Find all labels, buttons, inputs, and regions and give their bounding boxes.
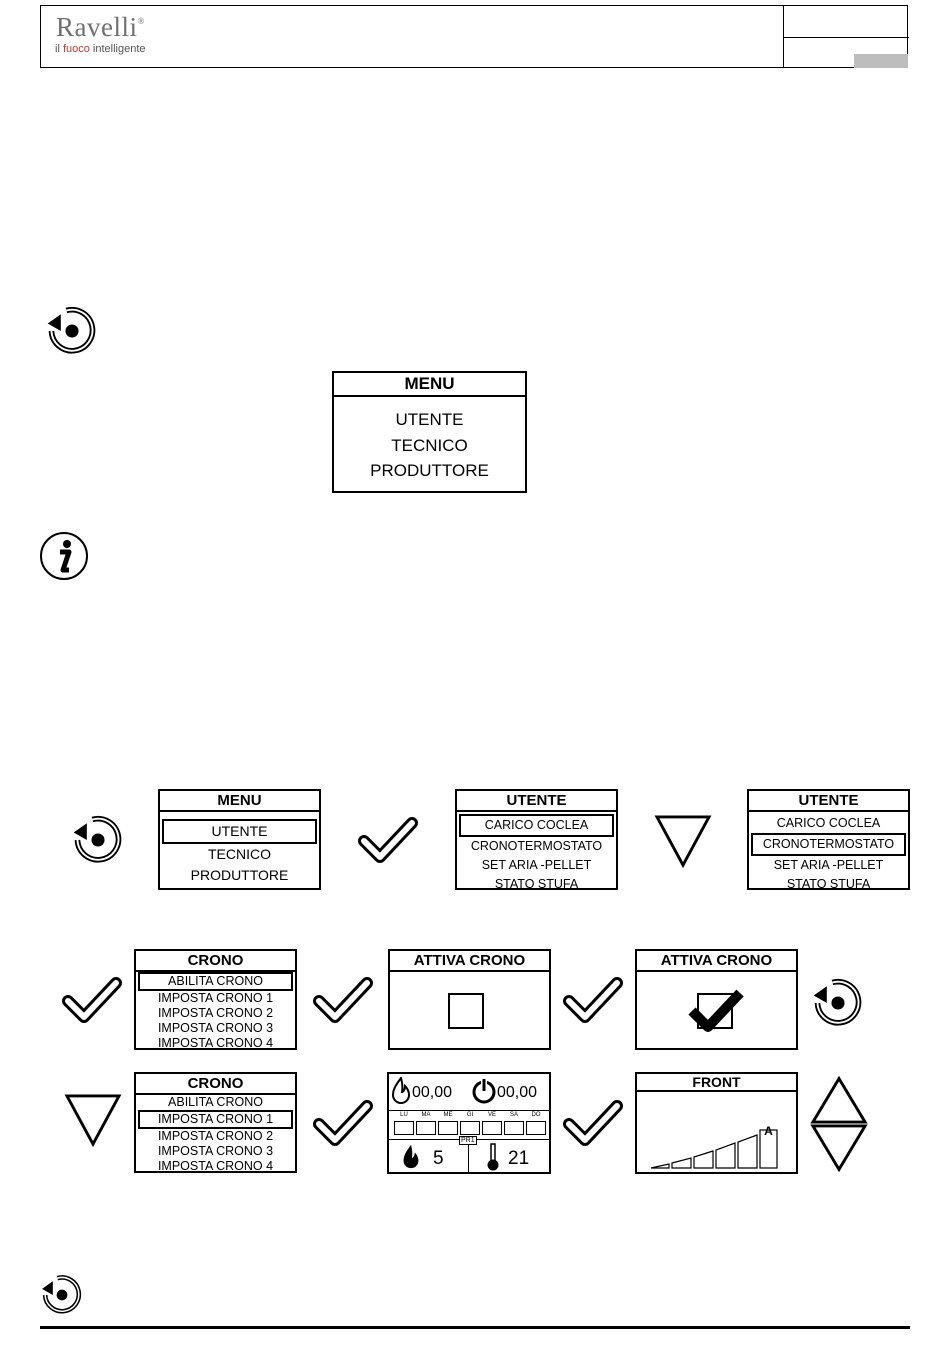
page-tab xyxy=(854,54,908,68)
attiva-crono-screen-2: ATTIVA CRONO xyxy=(635,949,798,1050)
crono-screen-1: CRONO ABILITA CRONO IMPOSTA CRONO 1 IMPO… xyxy=(134,949,297,1050)
crono-item-abilita[interactable]: ABILITA CRONO xyxy=(168,1095,263,1109)
checkmark-icon xyxy=(563,1098,623,1148)
day-checkbox-lu[interactable] xyxy=(394,1121,414,1135)
up-down-arrows-icon xyxy=(810,1074,868,1174)
utente-item-stato-stufa[interactable]: STATO STUFA xyxy=(786,877,871,891)
day-checkbox-me[interactable] xyxy=(438,1121,458,1135)
flow-menu-item-tecnico[interactable]: TECNICO xyxy=(208,846,271,862)
front-title: FRONT xyxy=(637,1074,796,1092)
menu-screen-title: MENU xyxy=(334,373,525,397)
crono-item-abilita[interactable]: ABILITA CRONO xyxy=(138,972,293,991)
crono-title: CRONO xyxy=(136,951,295,972)
utente-title: UTENTE xyxy=(749,791,908,812)
flow-menu-screen: MENU UTENTE TECNICO PRODUTTORE xyxy=(158,789,321,890)
attiva-crono-title: ATTIVA CRONO xyxy=(637,951,796,972)
crono-item-imposta-3[interactable]: IMPOSTA CRONO 3 xyxy=(157,1144,274,1158)
day-label-ve: VE xyxy=(487,1112,496,1118)
back-arrow-icon xyxy=(68,812,128,868)
day-checkbox-gi[interactable] xyxy=(460,1121,480,1135)
day-label-ma: MA xyxy=(421,1112,431,1118)
program-label: PR1 xyxy=(459,1136,477,1145)
checkmark-icon xyxy=(313,1098,373,1148)
utente-title: UTENTE xyxy=(457,791,616,812)
day-label-do: DO xyxy=(531,1112,541,1118)
crono-title: CRONO xyxy=(136,1074,295,1095)
crono-item-imposta-1[interactable]: IMPOSTA CRONO 1 xyxy=(138,1110,293,1129)
day-checkbox-ve[interactable] xyxy=(482,1121,502,1135)
utente-item-cronotermostato[interactable]: CRONOTERMOSTATO xyxy=(751,833,906,856)
menu-item-utente[interactable]: UTENTE xyxy=(395,410,464,429)
info-icon xyxy=(38,530,90,582)
program-screen: 00,00 00,00 LU MA ME GI VE SA DO PR1 5 2… xyxy=(387,1072,551,1174)
power-icon xyxy=(472,1079,496,1104)
fan-level-bars-icon xyxy=(650,1129,778,1169)
crono-item-imposta-3[interactable]: IMPOSTA CRONO 3 xyxy=(157,1021,274,1035)
on-time[interactable]: 00,00 xyxy=(412,1084,453,1101)
utente-screen-2: UTENTE CARICO COCLEA CRONOTERMOSTATO SET… xyxy=(747,789,910,891)
back-arrow-icon xyxy=(38,1272,86,1318)
flow-menu-title: MENU xyxy=(160,791,319,812)
day-label-sa: SA xyxy=(509,1112,518,1118)
front-screen: FRONT A xyxy=(635,1072,798,1174)
day-label-me: ME xyxy=(443,1112,453,1118)
utente-item-carico-coclea[interactable]: CARICO COCLEA xyxy=(459,814,614,837)
utente-item-carico-coclea[interactable]: CARICO COCLEA xyxy=(776,816,881,830)
day-label-lu: LU xyxy=(400,1112,408,1118)
flow-menu-item-utente[interactable]: UTENTE xyxy=(162,819,317,844)
down-triangle-icon xyxy=(654,814,712,868)
enable-checkbox[interactable] xyxy=(448,993,484,1029)
utente-item-set-aria-pellet[interactable]: SET ARIA -PELLET xyxy=(481,858,592,872)
power-value: 5 xyxy=(433,1148,444,1169)
temperature-value: 21 xyxy=(508,1148,530,1169)
off-time[interactable]: 00,00 xyxy=(497,1084,538,1101)
crono-screen-2: CRONO ABILITA CRONO IMPOSTA CRONO 1 IMPO… xyxy=(134,1072,297,1173)
utente-item-cronotermostato[interactable]: CRONOTERMOSTATO xyxy=(470,839,603,853)
day-checkbox-do[interactable] xyxy=(526,1121,546,1135)
flame-icon xyxy=(391,1077,411,1104)
flame-icon xyxy=(403,1144,419,1169)
down-triangle-icon xyxy=(64,1093,122,1147)
utente-screen-1: UTENTE CARICO COCLEA CRONOTERMOSTATO SET… xyxy=(455,789,618,891)
back-arrow-icon xyxy=(42,303,102,359)
crono-item-imposta-1[interactable]: IMPOSTA CRONO 1 xyxy=(157,991,274,1005)
back-arrow-icon xyxy=(808,975,868,1031)
crono-item-imposta-2[interactable]: IMPOSTA CRONO 2 xyxy=(157,1006,274,1020)
document-header: Ravelli® il fuoco intelligente xyxy=(40,5,909,68)
checkmark-icon xyxy=(688,989,744,1032)
checkmark-icon xyxy=(358,815,418,865)
crono-item-imposta-4[interactable]: IMPOSTA CRONO 4 xyxy=(157,1036,274,1050)
menu-item-tecnico[interactable]: TECNICO xyxy=(391,435,468,455)
crono-item-imposta-2[interactable]: IMPOSTA CRONO 2 xyxy=(157,1129,274,1143)
attiva-crono-title: ATTIVA CRONO xyxy=(390,951,549,972)
thermometer-icon xyxy=(487,1143,499,1171)
checkmark-icon xyxy=(313,975,373,1025)
day-label-gi: GI xyxy=(466,1112,474,1118)
auto-label[interactable]: A xyxy=(764,1124,773,1138)
menu-screen: MENU UTENTE TECNICO PRODUTTORE xyxy=(332,371,527,493)
utente-item-stato-stufa[interactable]: STATO STUFA xyxy=(494,877,579,891)
menu-item-produttore[interactable]: PRODUTTORE xyxy=(370,461,489,480)
flow-menu-item-produttore[interactable]: PRODUTTORE xyxy=(190,867,289,883)
day-checkbox-sa[interactable] xyxy=(504,1121,524,1135)
crono-item-imposta-4[interactable]: IMPOSTA CRONO 4 xyxy=(157,1159,274,1173)
brand-tagline: il fuoco intelligente xyxy=(55,43,146,55)
footer-rule xyxy=(40,1326,910,1329)
utente-item-set-aria-pellet[interactable]: SET ARIA -PELLET xyxy=(773,858,884,872)
checkmark-icon xyxy=(563,975,623,1025)
checkmark-icon xyxy=(62,975,122,1025)
brand-logo: Ravelli® xyxy=(56,12,145,42)
attiva-crono-screen-1: ATTIVA CRONO xyxy=(388,949,551,1050)
day-checkbox-ma[interactable] xyxy=(416,1121,436,1135)
